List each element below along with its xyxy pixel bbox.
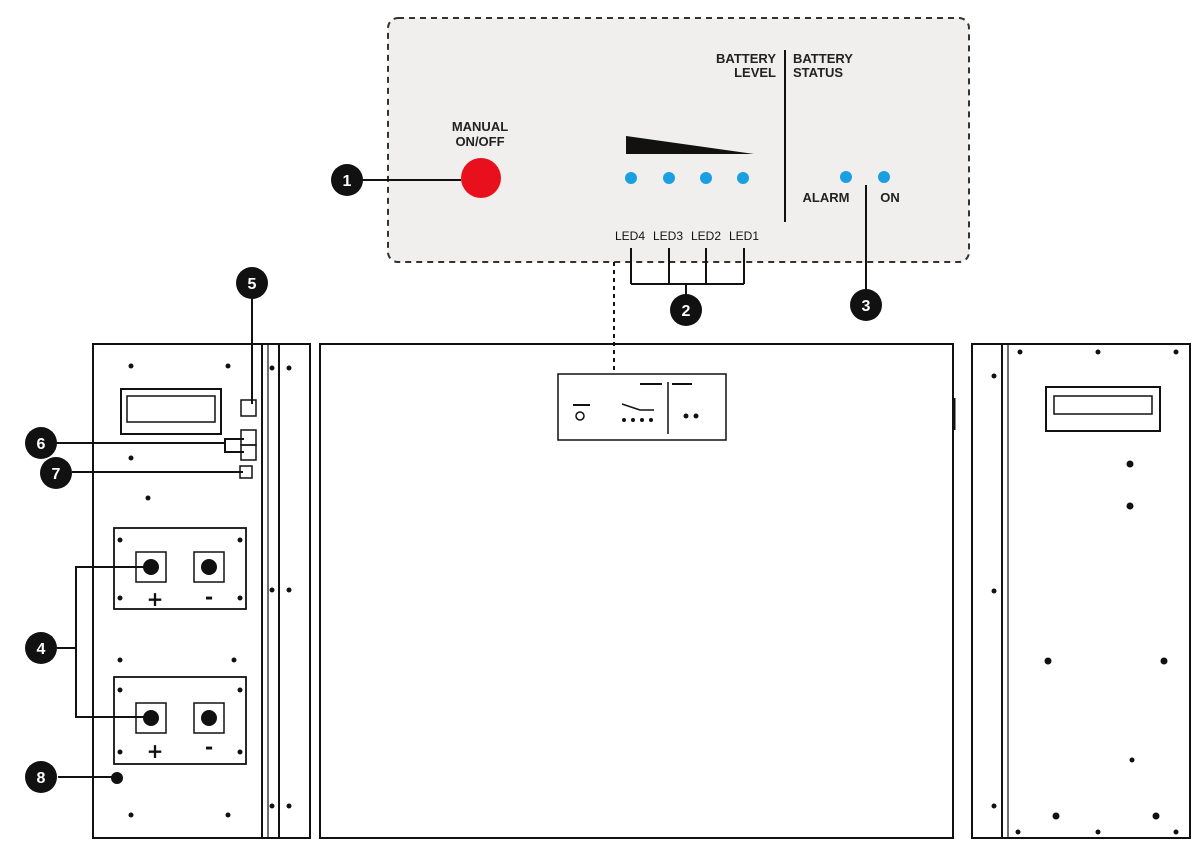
led4-label: LED4	[615, 229, 645, 243]
led-indicator-icon	[663, 172, 675, 184]
led-indicator-icon	[700, 172, 712, 184]
svg-text:4: 4	[37, 641, 46, 658]
svg-text:2: 2	[682, 303, 691, 320]
minus-sign-bottom: -	[205, 735, 213, 759]
led-indicator-icon	[737, 172, 749, 184]
callout-badge-7: 7	[40, 457, 72, 489]
battery-status-label-line1: BATTERY	[793, 51, 853, 66]
callout-badge-3: 3	[850, 289, 882, 321]
manual-label-line1: MANUAL	[452, 119, 508, 134]
front-view-small-leds	[622, 413, 699, 422]
side-view-left-screws	[117, 363, 292, 818]
battery-status-label-line2: STATUS	[793, 65, 843, 80]
svg-text:6: 6	[37, 436, 46, 453]
battery-level-label-line2: LEVEL	[734, 65, 776, 80]
power-button-icon[interactable]	[461, 158, 501, 198]
minus-sign-top: -	[205, 585, 213, 609]
handle-icon	[1045, 386, 1161, 432]
front-panel-enlarged: MANUAL ON/OFF LED4 LED3 LED2 LED1 BATTER…	[387, 17, 970, 263]
plus-sign-top: +	[147, 587, 164, 611]
callout-badge-2: 2	[670, 294, 702, 326]
callout-badge-5: 5	[236, 267, 268, 299]
terminal-connector-icon	[193, 702, 225, 734]
handle-icon	[120, 388, 222, 435]
led2-label: LED2	[691, 229, 721, 243]
terminal-connector-icon	[135, 551, 167, 583]
callout-badge-4: 4	[25, 632, 57, 664]
battery-level-label-line1: BATTERY	[716, 51, 776, 66]
svg-text:8: 8	[37, 770, 46, 787]
rj45-port-icon[interactable]	[240, 399, 257, 417]
svg-text:1: 1	[343, 173, 352, 190]
callout-badge-6: 6	[25, 427, 57, 459]
plus-sign-bottom: +	[147, 739, 164, 763]
callout-lines	[56, 179, 867, 778]
on-led-icon	[878, 171, 890, 183]
led1-label: LED1	[729, 229, 759, 243]
side-view-right	[971, 343, 1191, 839]
callout-badge-1: 1	[331, 164, 363, 196]
terminal-connector-icon	[135, 702, 167, 734]
front-view	[319, 343, 956, 839]
led3-label: LED3	[653, 229, 683, 243]
svg-text:5: 5	[248, 276, 257, 293]
side-view-left	[92, 343, 311, 839]
rj45-port-icon[interactable]	[240, 429, 257, 446]
alarm-led-icon	[840, 171, 852, 183]
battery-level-wedge	[626, 136, 754, 154]
on-label: ON	[880, 190, 900, 205]
terminal-connector-icon	[193, 551, 225, 583]
ground-screw-icon	[111, 772, 123, 784]
manual-label-line2: ON/OFF	[455, 134, 504, 149]
rj45-port-icon[interactable]	[240, 444, 257, 461]
led-indicator-icon	[625, 172, 637, 184]
alarm-label: ALARM	[803, 190, 850, 205]
svg-text:3: 3	[862, 298, 871, 315]
side-view-right-screws	[991, 349, 1179, 835]
svg-text:7: 7	[52, 466, 61, 483]
callout-badge-8: 8	[25, 761, 57, 793]
dip-switch-icon[interactable]	[239, 465, 253, 479]
